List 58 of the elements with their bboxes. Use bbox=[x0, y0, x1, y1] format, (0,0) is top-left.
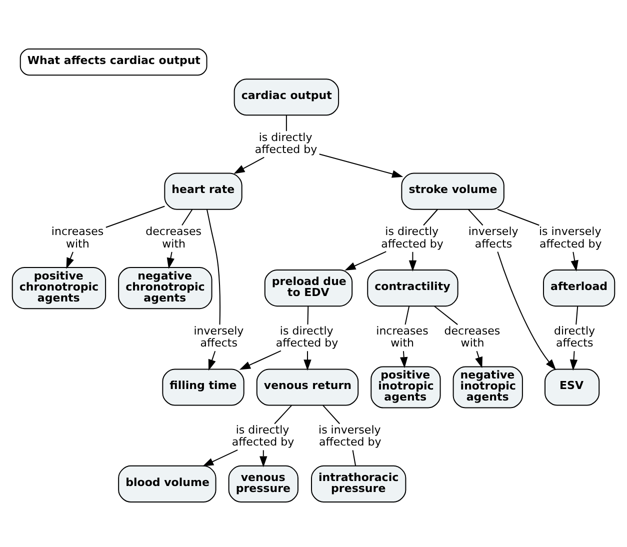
node-box: blood volume bbox=[118, 465, 216, 502]
node-box: ESV bbox=[544, 368, 600, 406]
node-text: inversely affects bbox=[468, 225, 518, 250]
node-text: decreases with bbox=[444, 324, 500, 350]
node-text: is inversely affected by bbox=[318, 424, 382, 449]
arrow bbox=[304, 350, 312, 371]
node-box: heart rate bbox=[164, 172, 242, 210]
arrow bbox=[570, 350, 578, 371]
connector bbox=[497, 208, 540, 226]
connector bbox=[307, 306, 309, 326]
node-text: decreases with bbox=[146, 225, 202, 250]
node-text: is directly affected by bbox=[232, 424, 294, 449]
arrow bbox=[344, 251, 387, 270]
node-box: stroke volume bbox=[401, 172, 504, 210]
connector bbox=[322, 404, 340, 424]
arrow bbox=[260, 450, 268, 468]
connector bbox=[286, 114, 287, 132]
node-box: negative inotropic agents bbox=[452, 366, 523, 408]
node-text: directly affects bbox=[554, 324, 596, 350]
node-box: preload due to EDV bbox=[264, 270, 353, 307]
diagram-title: What affects cardiac output bbox=[27, 54, 200, 67]
node-text: increases with bbox=[376, 324, 428, 350]
connector bbox=[182, 208, 193, 226]
connector bbox=[352, 450, 356, 466]
arrow bbox=[208, 350, 216, 371]
node-text: is directly affected by bbox=[276, 324, 338, 350]
node-box: intrathoracic pressure bbox=[311, 465, 406, 502]
connector bbox=[274, 404, 292, 424]
arrow bbox=[239, 350, 282, 370]
node-box: filling time bbox=[162, 368, 244, 406]
arrow bbox=[475, 350, 482, 368]
node-text: is directly affected by bbox=[254, 131, 318, 156]
node-text: increases with bbox=[51, 225, 104, 250]
arrow bbox=[318, 154, 404, 178]
arrow bbox=[400, 350, 408, 368]
connector bbox=[468, 208, 484, 226]
node-box: positive inotropic agents bbox=[370, 366, 441, 408]
connector bbox=[404, 306, 410, 326]
connector bbox=[105, 206, 166, 228]
connector bbox=[434, 306, 458, 326]
arrow bbox=[497, 251, 556, 370]
node-text: is inversely affected by bbox=[538, 225, 602, 250]
arrow bbox=[66, 251, 74, 269]
node-box: positive chronotropic agents bbox=[12, 266, 106, 310]
connector bbox=[576, 306, 578, 326]
node-box: venous return bbox=[256, 368, 359, 406]
node-box: venous pressure bbox=[228, 465, 298, 502]
arrow bbox=[408, 251, 417, 272]
node-text: is directly affected by bbox=[381, 225, 444, 250]
node-box: contractility bbox=[367, 270, 458, 307]
node-text: inversely affects bbox=[194, 324, 244, 350]
node-box: afterload bbox=[543, 270, 616, 307]
arrow bbox=[570, 251, 578, 272]
arrow bbox=[234, 156, 265, 174]
connector bbox=[423, 208, 438, 226]
node-box: negative chronotropic agents bbox=[118, 266, 212, 310]
arrow bbox=[202, 449, 238, 466]
node-box: cardiac output bbox=[234, 78, 340, 116]
